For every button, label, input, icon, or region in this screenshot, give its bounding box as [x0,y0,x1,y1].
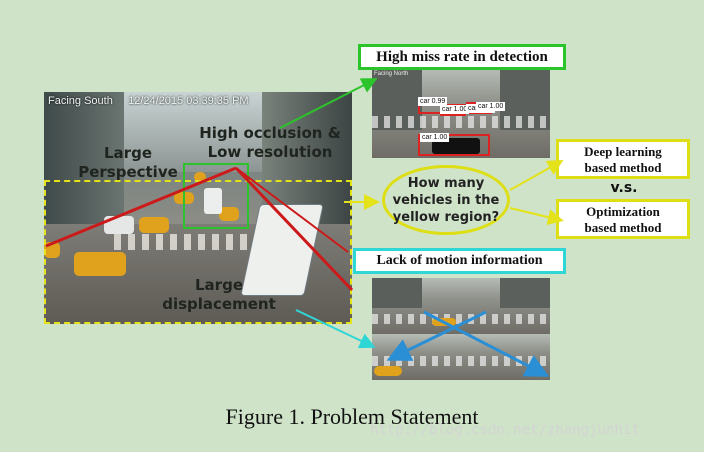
vs-label: v.s. [610,180,638,196]
yellow-arrow [509,207,564,225]
camera-timestamp: 12/24/2015 03:39:35 PM [128,95,249,107]
high-occlusion-label: High occlusion & Low resolution [199,124,341,161]
green-arrow [279,78,378,129]
watermark: http://blog.csdn.net/zhangjunhit [370,422,640,438]
camera-direction: Facing South [48,95,113,107]
yellow-region [44,180,352,324]
yellow-arrow [509,160,564,191]
detection-label: car 0.99 [418,97,448,106]
camera-frame [44,92,352,324]
perspective-line [45,166,237,248]
thumb-top-header: Facing North [374,71,409,77]
question-ellipse: How many vehicles in the yellow region? [382,165,510,235]
perspective-line [235,167,349,253]
occlusion-region-box [183,163,249,229]
large-perspective-label: Large Perspective [78,144,178,181]
motion-arrow [423,310,550,377]
detection-label: car 1.00 [440,105,470,114]
motion-arrow [386,310,487,361]
cyan-arrow [295,309,376,349]
lack-of-motion-title: Lack of motion information [353,248,566,274]
detection-label: car 1.00 [476,102,506,111]
high-miss-rate-title: High miss rate in detection [358,44,566,70]
perspective-line [234,166,354,292]
large-displacement-label: Large displacement [162,276,276,313]
detection-label: car 1.00 [420,133,450,142]
figure-caption: Figure 1. Problem Statement [225,404,479,429]
camera-header: Facing South 12/24/2015 03:39:35 PM [44,92,352,110]
